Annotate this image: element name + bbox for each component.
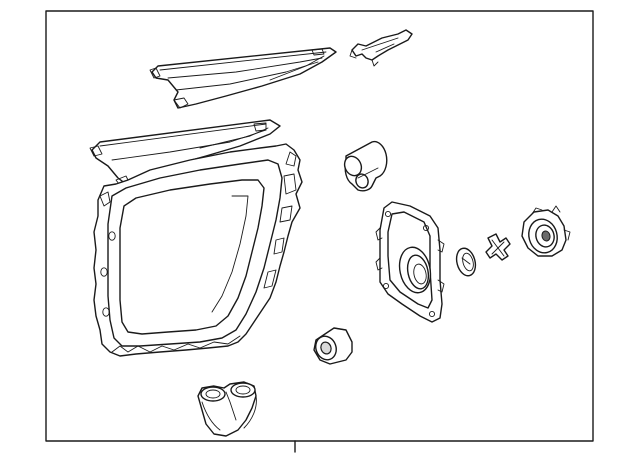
retainer-clip[interactable] bbox=[485, 233, 511, 261]
bulb-socket[interactable] bbox=[521, 205, 571, 257]
retaining-clip[interactable] bbox=[349, 29, 413, 67]
headlamp-assembly[interactable] bbox=[93, 143, 303, 357]
diagram-frame bbox=[45, 10, 594, 453]
socket-harness[interactable] bbox=[197, 381, 257, 437]
grommet[interactable] bbox=[312, 327, 353, 365]
upper-mounting-bracket[interactable] bbox=[149, 47, 337, 109]
bulb-socket-cap[interactable] bbox=[342, 140, 388, 192]
dust-cover[interactable] bbox=[454, 246, 479, 278]
adjuster-plate[interactable] bbox=[375, 201, 445, 323]
